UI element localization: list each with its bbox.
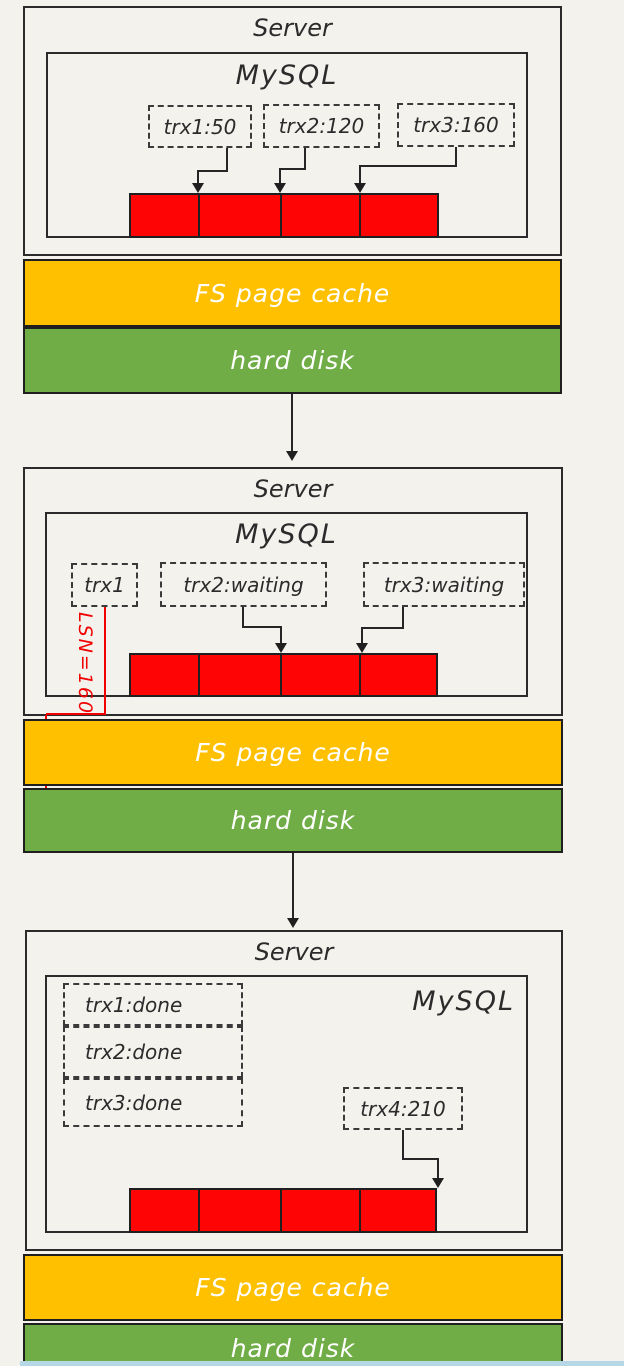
mysql-label-2: MySQL <box>235 519 338 550</box>
fs-page-cache-bar-1: FS page cache <box>23 259 562 327</box>
trx2-arrowhead-icon <box>274 183 286 193</box>
hard-disk-bar-3: hard disk <box>23 1323 563 1366</box>
hard-disk-label-2: hard disk <box>230 806 356 835</box>
flow-arrowhead-icon-2 <box>287 918 299 928</box>
trx4-arrow-line <box>437 1160 439 1178</box>
lsn-write-line <box>104 607 106 715</box>
trx2-box-2: trx2:waiting <box>160 562 327 607</box>
hard-disk-label-3: hard disk <box>230 1334 356 1363</box>
trx4-box: trx4:210 <box>343 1087 463 1130</box>
log-buffer-segment-divider <box>359 1190 361 1231</box>
trx1-arrow-line <box>197 170 228 172</box>
trx3-arrow-line <box>361 627 404 629</box>
trx2-label-1: trx2:120 <box>278 114 365 138</box>
trx1-label-1: trx1:50 <box>163 114 237 139</box>
trx3-arrow-line <box>359 165 457 167</box>
bottom-scroll-strip <box>20 1361 624 1366</box>
trx2-done-label: trx2:done <box>85 1040 183 1064</box>
log-buffer-segment-divider <box>280 1190 282 1231</box>
mysql-label-1: MySQL <box>235 60 339 91</box>
trx1-box-2: trx1 <box>71 563 138 607</box>
trx3-arrow-line <box>402 607 404 629</box>
trx3-arrow-line <box>455 147 457 167</box>
trx3-arrowhead-icon <box>354 183 366 193</box>
lsn-annotation: LSN=160 <box>74 612 96 716</box>
fs-page-cache-bar-3: FS page cache <box>23 1254 563 1321</box>
fs-page-cache-label-3: FS page cache <box>195 1273 391 1302</box>
trx2-arrow-line <box>304 148 306 170</box>
trx4-arrowhead-icon <box>432 1178 444 1188</box>
trx3-box-2: trx3:waiting <box>363 562 525 607</box>
log-buffer-segment-divider <box>359 655 361 695</box>
trx1-box-1: trx1:50 <box>148 105 252 148</box>
log-buffer-segment-divider <box>198 1190 200 1231</box>
trx1-arrow-line <box>226 148 228 172</box>
hard-disk-bar-1: hard disk <box>23 327 562 394</box>
flow-arrow-line-2 <box>292 853 294 919</box>
log-buffer-bar-2 <box>129 653 438 697</box>
trx2-done-box: trx2:done <box>63 1026 243 1078</box>
trx4-arrow-line <box>402 1130 404 1160</box>
log-buffer-segment-divider <box>280 195 282 236</box>
trx3-done-label: trx3:done <box>85 1090 183 1115</box>
trx1-label-2: trx1 <box>84 573 125 597</box>
flow-arrowhead-icon-1 <box>286 451 298 461</box>
log-buffer-segment-divider <box>198 195 200 236</box>
trx2-arrow-line <box>242 626 282 628</box>
lsn-write-line <box>46 713 106 715</box>
trx3-box-1: trx3:160 <box>397 103 515 147</box>
trx2-arrow-line <box>242 607 244 628</box>
fs-page-cache-bar-2: FS page cache <box>23 719 563 786</box>
trx3-done-box: trx3:done <box>63 1078 243 1127</box>
trx1-done-label: trx1:done <box>85 992 183 1017</box>
log-buffer-segment-divider <box>280 655 282 695</box>
server-label-1: Server <box>253 14 332 42</box>
trx2-label-2: trx2:waiting <box>183 572 304 597</box>
trx3-arrow-line <box>361 629 363 643</box>
log-buffer-segment-divider <box>198 655 200 695</box>
trx3-arrowhead-icon <box>356 643 368 653</box>
hard-disk-bar-2: hard disk <box>23 788 563 853</box>
trx3-arrow-line <box>359 167 361 183</box>
trx3-label-2: trx3:waiting <box>383 572 505 597</box>
hard-disk-label-1: hard disk <box>230 346 355 375</box>
fs-page-cache-label-2: FS page cache <box>195 738 391 767</box>
trx2-arrow-line <box>279 170 281 183</box>
trx4-arrow-line <box>402 1158 439 1160</box>
log-buffer-segment-divider <box>359 195 361 236</box>
trx3-label-1: trx3:160 <box>413 113 499 137</box>
log-buffer-bar-3 <box>129 1188 437 1233</box>
mysql-label-3: MySQL <box>412 986 515 1017</box>
fs-page-cache-label-1: FS page cache <box>194 278 391 308</box>
log-buffer-bar-1 <box>129 193 439 238</box>
trx2-box-1: trx2:120 <box>263 104 380 148</box>
trx4-label: trx4:210 <box>360 1096 446 1121</box>
trx1-done-box: trx1:done <box>63 983 243 1026</box>
trx2-arrow-line <box>279 168 306 170</box>
trx2-arrow-line <box>280 628 282 643</box>
server-label-3: Server <box>254 938 334 966</box>
trx2-arrowhead-icon <box>275 643 287 653</box>
trx1-arrow-line <box>197 172 199 184</box>
server-label-2: Server <box>253 475 333 503</box>
trx1-arrowhead-icon <box>192 183 204 193</box>
flow-arrow-line-1 <box>291 394 293 452</box>
